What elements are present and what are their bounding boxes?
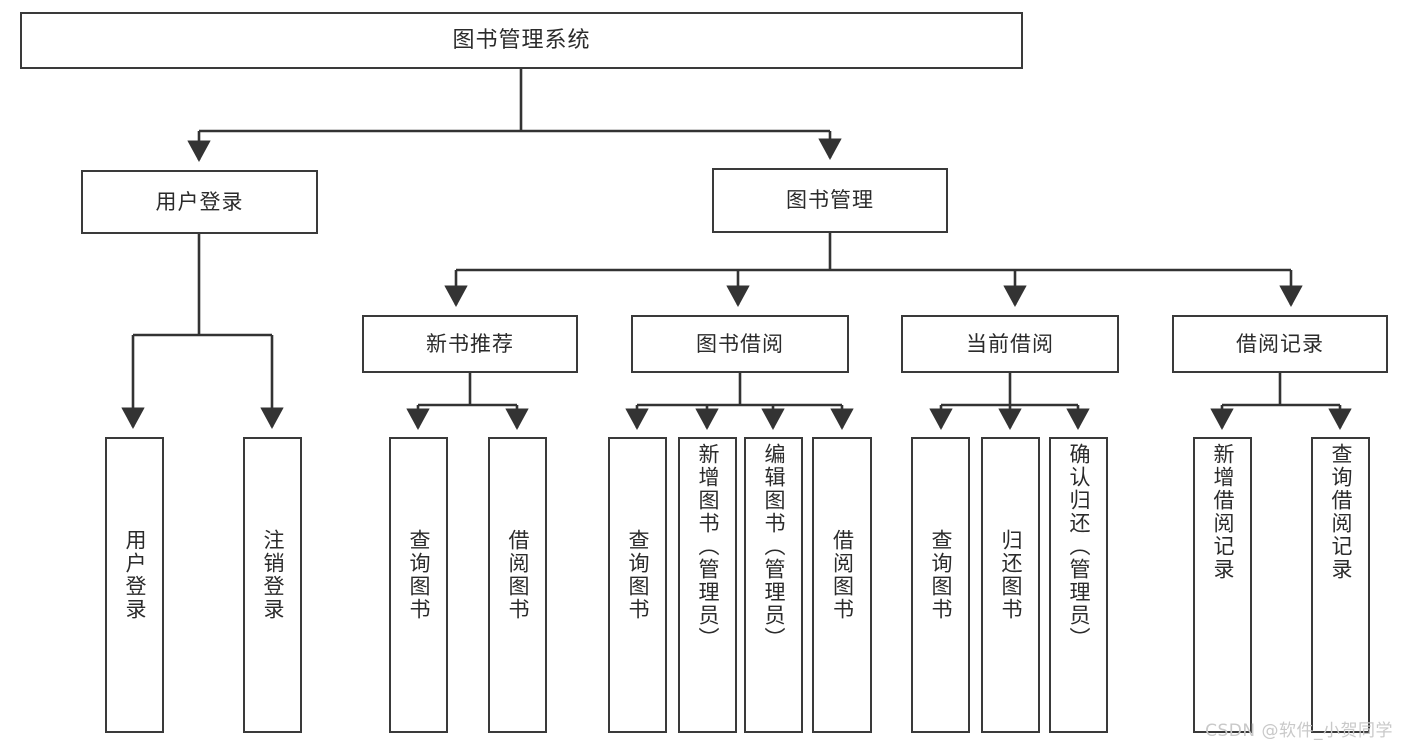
- node-label: 当前借阅: [966, 331, 1054, 356]
- leaf-query-borrow-record[interactable]: 查询借阅记录: [1311, 437, 1370, 733]
- node-label: 图书借阅: [696, 331, 784, 356]
- leaf-label: 查询借阅记录: [1328, 443, 1353, 581]
- leaf-borrow-book[interactable]: 借阅图书: [812, 437, 872, 733]
- leaf-user-login[interactable]: 用户登录: [105, 437, 164, 733]
- node-label: 图书管理: [786, 188, 874, 213]
- leaf-query-book-current[interactable]: 查询图书: [911, 437, 970, 733]
- leaf-label: 注销登录: [260, 529, 285, 621]
- leaf-borrow-book-new[interactable]: 借阅图书: [488, 437, 547, 733]
- leaf-logout-login[interactable]: 注销登录: [243, 437, 302, 733]
- leaf-label: 确认归还（管理员）: [1066, 443, 1091, 650]
- node-book-borrow[interactable]: 图书借阅: [631, 315, 849, 373]
- leaf-add-borrow-record[interactable]: 新增借阅记录: [1193, 437, 1252, 733]
- leaf-confirm-return-admin[interactable]: 确认归还（管理员）: [1049, 437, 1108, 733]
- node-label: 图书管理系统: [452, 27, 591, 53]
- watermark-text: CSDN @软件_小贺同学: [1205, 721, 1393, 741]
- node-label: 新书推荐: [426, 331, 514, 356]
- leaf-edit-book-admin[interactable]: 编辑图书（管理员）: [744, 437, 803, 733]
- node-current-borrow[interactable]: 当前借阅: [901, 315, 1119, 373]
- node-label: 用户登录: [155, 189, 244, 214]
- node-borrow-record[interactable]: 借阅记录: [1172, 315, 1388, 373]
- node-book-management[interactable]: 图书管理: [712, 168, 948, 233]
- leaf-label: 查询图书: [406, 529, 431, 621]
- leaf-label: 借阅图书: [830, 529, 855, 621]
- leaf-add-book-admin[interactable]: 新增图书（管理员）: [678, 437, 737, 733]
- leaf-label: 借阅图书: [505, 529, 530, 621]
- leaf-query-book-new[interactable]: 查询图书: [389, 437, 448, 733]
- node-new-book-recommend[interactable]: 新书推荐: [362, 315, 578, 373]
- leaf-label: 用户登录: [122, 529, 147, 621]
- node-root-book-management-system[interactable]: 图书管理系统: [20, 12, 1023, 69]
- leaf-label: 归还图书: [998, 529, 1023, 621]
- leaf-label: 新增图书（管理员）: [695, 443, 720, 650]
- leaf-return-book[interactable]: 归还图书: [981, 437, 1040, 733]
- node-label: 借阅记录: [1236, 331, 1324, 356]
- leaf-query-book-borrow[interactable]: 查询图书: [608, 437, 667, 733]
- leaf-label: 新增借阅记录: [1210, 443, 1235, 581]
- node-user-login[interactable]: 用户登录: [81, 170, 318, 234]
- leaf-label: 查询图书: [625, 529, 650, 621]
- leaf-label: 编辑图书（管理员）: [761, 443, 786, 650]
- leaf-label: 查询图书: [928, 529, 953, 621]
